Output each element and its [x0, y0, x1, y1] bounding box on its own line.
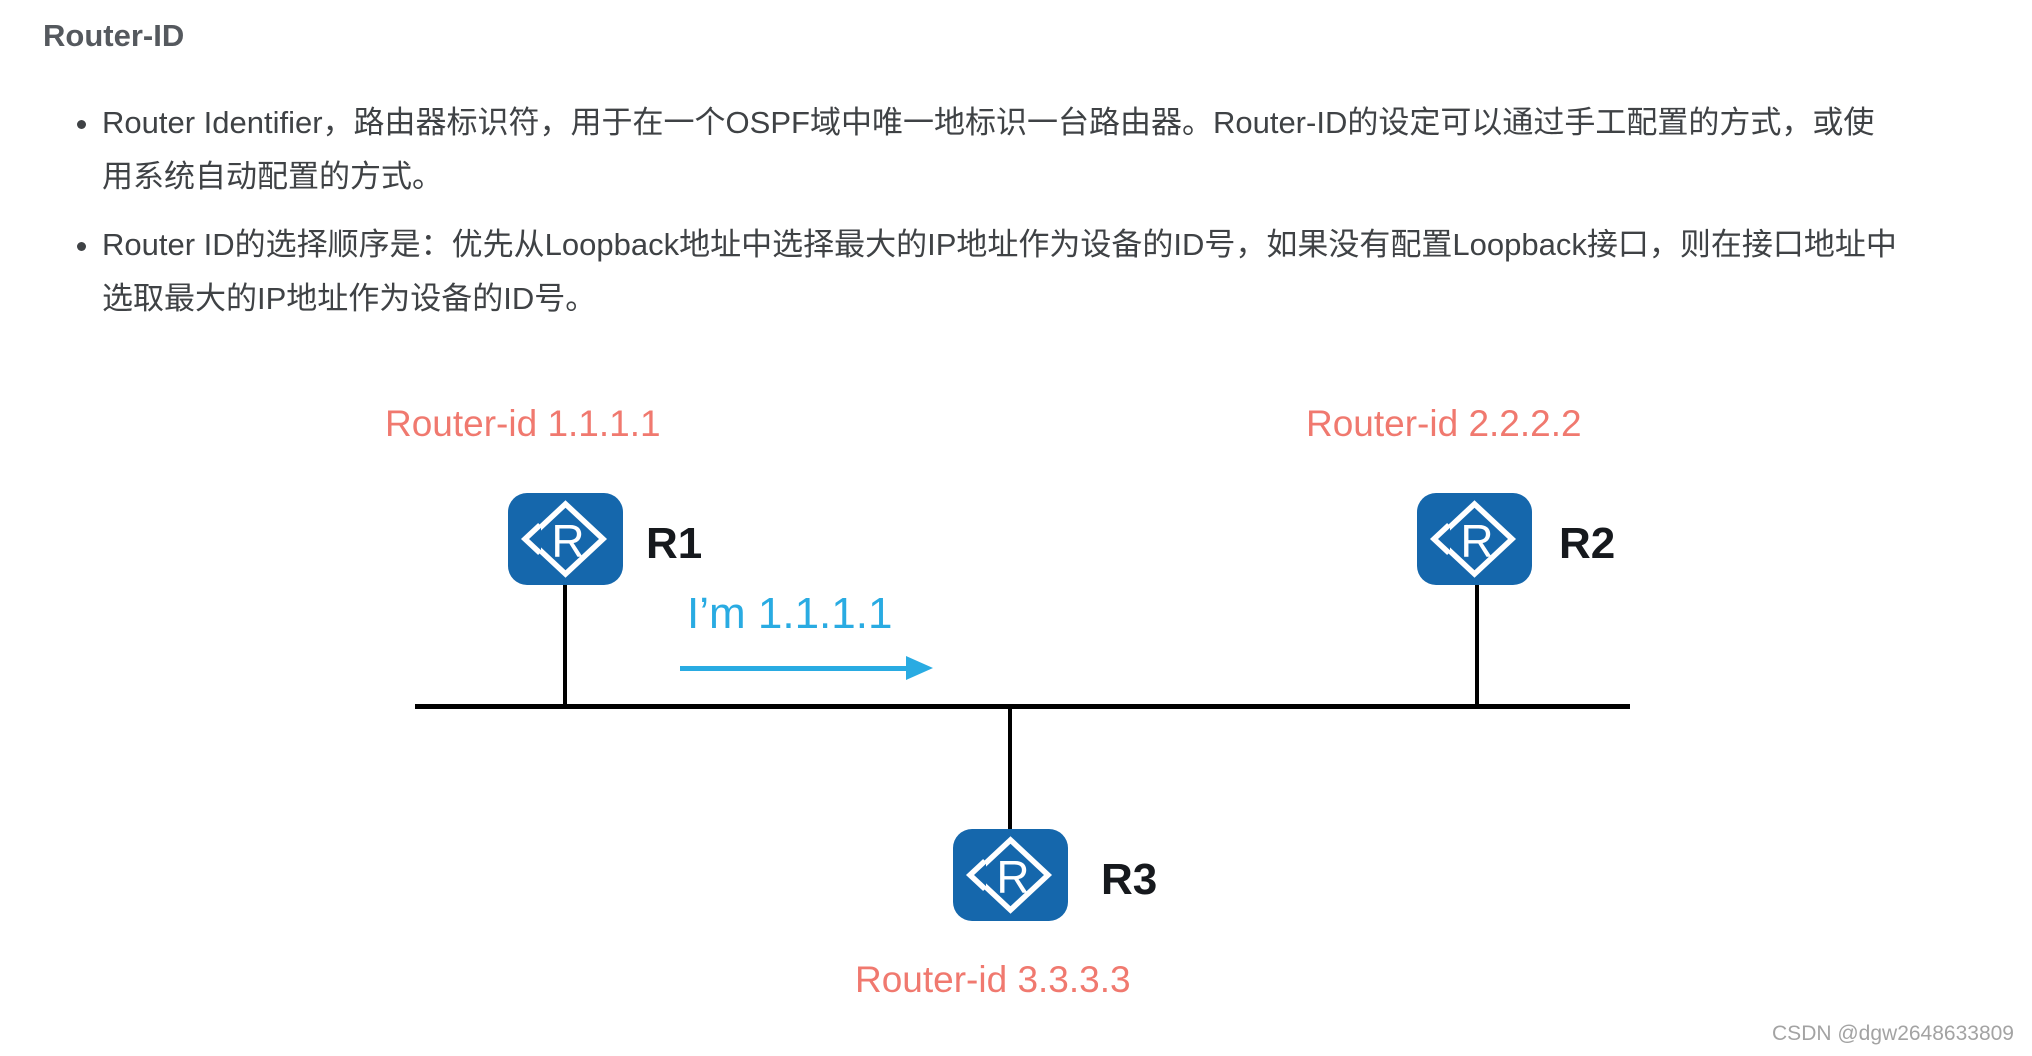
watermark: CSDN @dgw2648633809 [1772, 1022, 2014, 1045]
announcement-arrowhead-icon [906, 656, 933, 680]
svg-text:R: R [551, 515, 584, 567]
svg-text:R: R [1460, 515, 1493, 567]
link-line-r3 [1008, 707, 1012, 831]
router-id-label-r1: Router-id 1.1.1.1 [385, 403, 661, 444]
svg-text:R: R [996, 851, 1029, 903]
bus-segment-line [415, 704, 1630, 709]
bullet-list: Router Identifier，路由器标识符，用于在一个OSPF域中唯一地标… [62, 96, 2032, 326]
router-id-label-r2: Router-id 2.2.2.2 [1306, 403, 1582, 444]
page-title: Router-ID [43, 18, 185, 53]
bullet-text-line: Router ID的选择顺序是：优先从Loopback地址中选择最大的IP地址作… [102, 227, 1897, 262]
announcement-text: I’m 1.1.1.1 [687, 589, 893, 638]
announcement-arrow [680, 666, 908, 671]
bullet-text-line: Router Identifier，路由器标识符，用于在一个OSPF域中唯一地标… [102, 105, 1875, 140]
router-id-label-r3: Router-id 3.3.3.3 [855, 959, 1131, 1000]
router-icon: R [508, 493, 623, 585]
bullet-text-line: 选取最大的IP地址作为设备的ID号。 [102, 281, 597, 316]
router-name-label-r3: R3 [1101, 855, 1158, 904]
router-node-r1: R [508, 493, 623, 585]
router-name-label-r2: R2 [1559, 519, 1616, 568]
router-icon: R [953, 829, 1068, 921]
router-icon: R [1417, 493, 1532, 585]
link-line-r2 [1475, 584, 1479, 706]
router-node-r3: R [953, 829, 1068, 921]
bullet-text-line: 用系统自动配置的方式。 [102, 159, 443, 194]
bullet-item: Router Identifier，路由器标识符，用于在一个OSPF域中唯一地标… [102, 96, 2032, 204]
bullet-item: Router ID的选择顺序是：优先从Loopback地址中选择最大的IP地址作… [102, 218, 2032, 326]
router-name-label-r1: R1 [646, 519, 703, 568]
router-node-r2: R [1417, 493, 1532, 585]
link-line-r1 [563, 584, 567, 706]
